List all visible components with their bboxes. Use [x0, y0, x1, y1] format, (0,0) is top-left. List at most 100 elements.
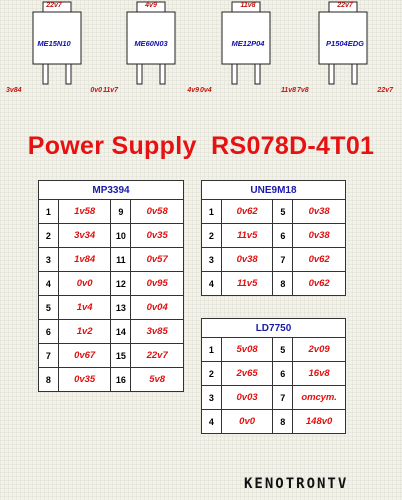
pin-table-une9m18: UNE9M18 1 0v62 5 0v38 2 11v5 6 0v38 3 0v…: [201, 180, 346, 296]
pin-voltage: 0v35: [57, 367, 112, 392]
table-row: 6 1v2 14 3v85: [38, 319, 184, 344]
pin-number: 12: [110, 271, 132, 296]
table-row: 3 0v03 7 отсут.: [201, 385, 346, 410]
pin-voltage: 0v58: [130, 199, 184, 224]
pin-number: 4: [201, 271, 222, 296]
pin-number: 14: [110, 319, 132, 344]
table-title: LD7750: [201, 318, 346, 338]
to252-package-icon: [221, 1, 271, 85]
pin-number: 5: [38, 295, 59, 320]
pin-voltage: 0v38: [292, 223, 346, 248]
right-pin-voltage: 11v8: [280, 87, 296, 94]
table-row: 1 1v58 9 0v58: [38, 199, 184, 224]
pin-voltage: отсут.: [292, 385, 346, 410]
tab-voltage: 4v9: [145, 2, 157, 9]
pin-voltage: 0v35: [130, 223, 184, 248]
pin-number: 3: [201, 247, 222, 272]
pin-number: 1: [201, 199, 222, 224]
pin-voltage: 0v57: [130, 247, 184, 272]
pin-voltage: 16v8: [292, 361, 346, 386]
pin-number: 6: [38, 319, 59, 344]
pin-table-ld7750: LD7750 1 5v08 5 2v09 2 2v65 6 16v8 3 0v0…: [201, 318, 346, 434]
transistor-me12p04: 11v8 ME12P04 0v4 11v8: [200, 0, 296, 100]
to252-package-icon: [32, 1, 82, 85]
table-row: 3 1v84 11 0v57: [38, 247, 184, 272]
table-row: 1 5v08 5 2v09: [201, 337, 346, 362]
pin-number: 9: [110, 199, 132, 224]
table-row: 2 11v5 6 0v38: [201, 223, 346, 248]
transistor-name: ME12P04: [231, 39, 265, 48]
transistor-name: ME60N03: [134, 39, 168, 48]
pin-number: 11: [110, 247, 132, 272]
table-row: 5 1v4 13 0v04: [38, 295, 184, 320]
pin-voltage: 1v84: [57, 247, 112, 272]
left-pin-voltage: 3v84: [6, 87, 22, 94]
pin-voltage: 3v85: [130, 319, 184, 344]
pin-voltage: 1v2: [57, 319, 112, 344]
pin-table-mp3394: MP3394 1 1v58 9 0v58 2 3v34 10 0v35 3 1v…: [38, 180, 184, 392]
transistor-p1504edg: 22v7 P1504EDG 7v8 22v7: [297, 0, 393, 100]
pin-voltage: 2v09: [292, 337, 346, 362]
pin-number: 7: [272, 247, 294, 272]
table-title: MP3394: [38, 180, 184, 200]
pin-voltage: 0v62: [292, 271, 346, 296]
pin-number: 8: [272, 409, 294, 434]
pin-voltage: 0v0: [57, 271, 112, 296]
left-pin-voltage: 0v4: [200, 87, 212, 94]
pin-voltage: 148v0: [292, 409, 346, 434]
pin-number: 2: [201, 223, 222, 248]
pin-number: 1: [201, 337, 222, 362]
table-row: 4 0v0 8 148v0: [201, 409, 346, 434]
table-row: 8 0v35 16 5v8: [38, 367, 184, 392]
pin-number: 3: [201, 385, 222, 410]
right-pin-voltage: 0v0: [90, 87, 102, 94]
transistor-name: ME15N10: [37, 39, 71, 48]
watermark-logo: KENOTRONTV: [244, 476, 349, 492]
left-pin-voltage: 7v8: [297, 87, 309, 94]
pin-number: 3: [38, 247, 59, 272]
pin-number: 5: [272, 337, 294, 362]
pin-number: 2: [201, 361, 222, 386]
pin-voltage: 0v38: [292, 199, 346, 224]
pin-number: 7: [272, 385, 294, 410]
pin-voltage: 0v62: [292, 247, 346, 272]
pin-number: 4: [201, 409, 222, 434]
pin-number: 5: [272, 199, 294, 224]
pin-voltage: 22v7: [130, 343, 184, 368]
pin-voltage: 0v0: [220, 409, 274, 434]
pin-voltage: 1v58: [57, 199, 112, 224]
pin-voltage: 0v62: [220, 199, 274, 224]
pin-voltage: 0v95: [130, 271, 184, 296]
to252-package-icon: [126, 1, 176, 85]
pin-number: 13: [110, 295, 132, 320]
tab-voltage: 22v7: [337, 2, 353, 9]
table-row: 1 0v62 5 0v38: [201, 199, 346, 224]
pin-voltage: 2v65: [220, 361, 274, 386]
pin-number: 6: [272, 361, 294, 386]
transistor-me15n10: 22v7 ME15N10 3v84 0v0: [6, 0, 102, 100]
pin-number: 4: [38, 271, 59, 296]
pin-voltage: 5v8: [130, 367, 184, 392]
page-title: Power Supply RS078D-4T01: [27, 132, 375, 160]
pin-voltage: 0v67: [57, 343, 112, 368]
to252-package-icon: [318, 1, 368, 85]
table-row: 2 3v34 10 0v35: [38, 223, 184, 248]
table-row: 2 2v65 6 16v8: [201, 361, 346, 386]
pin-number: 1: [38, 199, 59, 224]
pin-voltage: 11v5: [220, 223, 274, 248]
pin-number: 2: [38, 223, 59, 248]
pin-number: 8: [272, 271, 294, 296]
pin-number: 16: [110, 367, 132, 392]
table-row: 4 11v5 8 0v62: [201, 271, 346, 296]
pin-voltage: 0v03: [220, 385, 274, 410]
pin-number: 8: [38, 367, 59, 392]
pin-number: 15: [110, 343, 132, 368]
tab-voltage: 22v7: [46, 2, 62, 9]
table-title: UNE9M18: [201, 180, 346, 200]
table-row: 3 0v38 7 0v62: [201, 247, 346, 272]
pin-voltage: 1v4: [57, 295, 112, 320]
right-pin-voltage: 22v7: [377, 87, 393, 94]
transistor-name: P1504EDG: [326, 39, 364, 48]
table-row: 4 0v0 12 0v95: [38, 271, 184, 296]
pin-number: 6: [272, 223, 294, 248]
